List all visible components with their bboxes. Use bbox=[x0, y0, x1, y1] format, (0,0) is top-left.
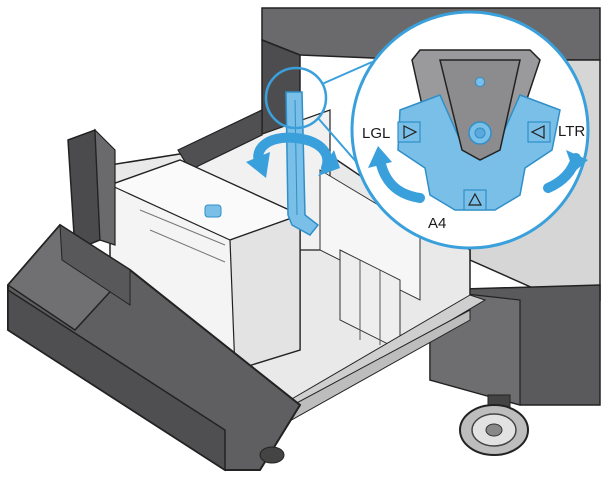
caster-wheel-icon bbox=[459, 394, 529, 456]
rotate-arrow-icon bbox=[246, 132, 340, 178]
lock-knob-icon bbox=[468, 77, 492, 145]
label-ltr: LTR bbox=[558, 123, 585, 140]
triangle-marker-icon bbox=[397, 121, 551, 211]
label-a4: A4 bbox=[428, 215, 446, 232]
callout-connector bbox=[321, 61, 373, 85]
callout-magnifier: LGL LTR A4 bbox=[350, 10, 590, 250]
label-lgl: LGL bbox=[362, 125, 390, 142]
rotate-arrow-icon-right bbox=[543, 150, 588, 193]
lever-highlight-ring bbox=[264, 66, 328, 130]
tray-front-panel bbox=[6, 223, 302, 472]
rotate-arrow-icon-left bbox=[368, 146, 425, 203]
